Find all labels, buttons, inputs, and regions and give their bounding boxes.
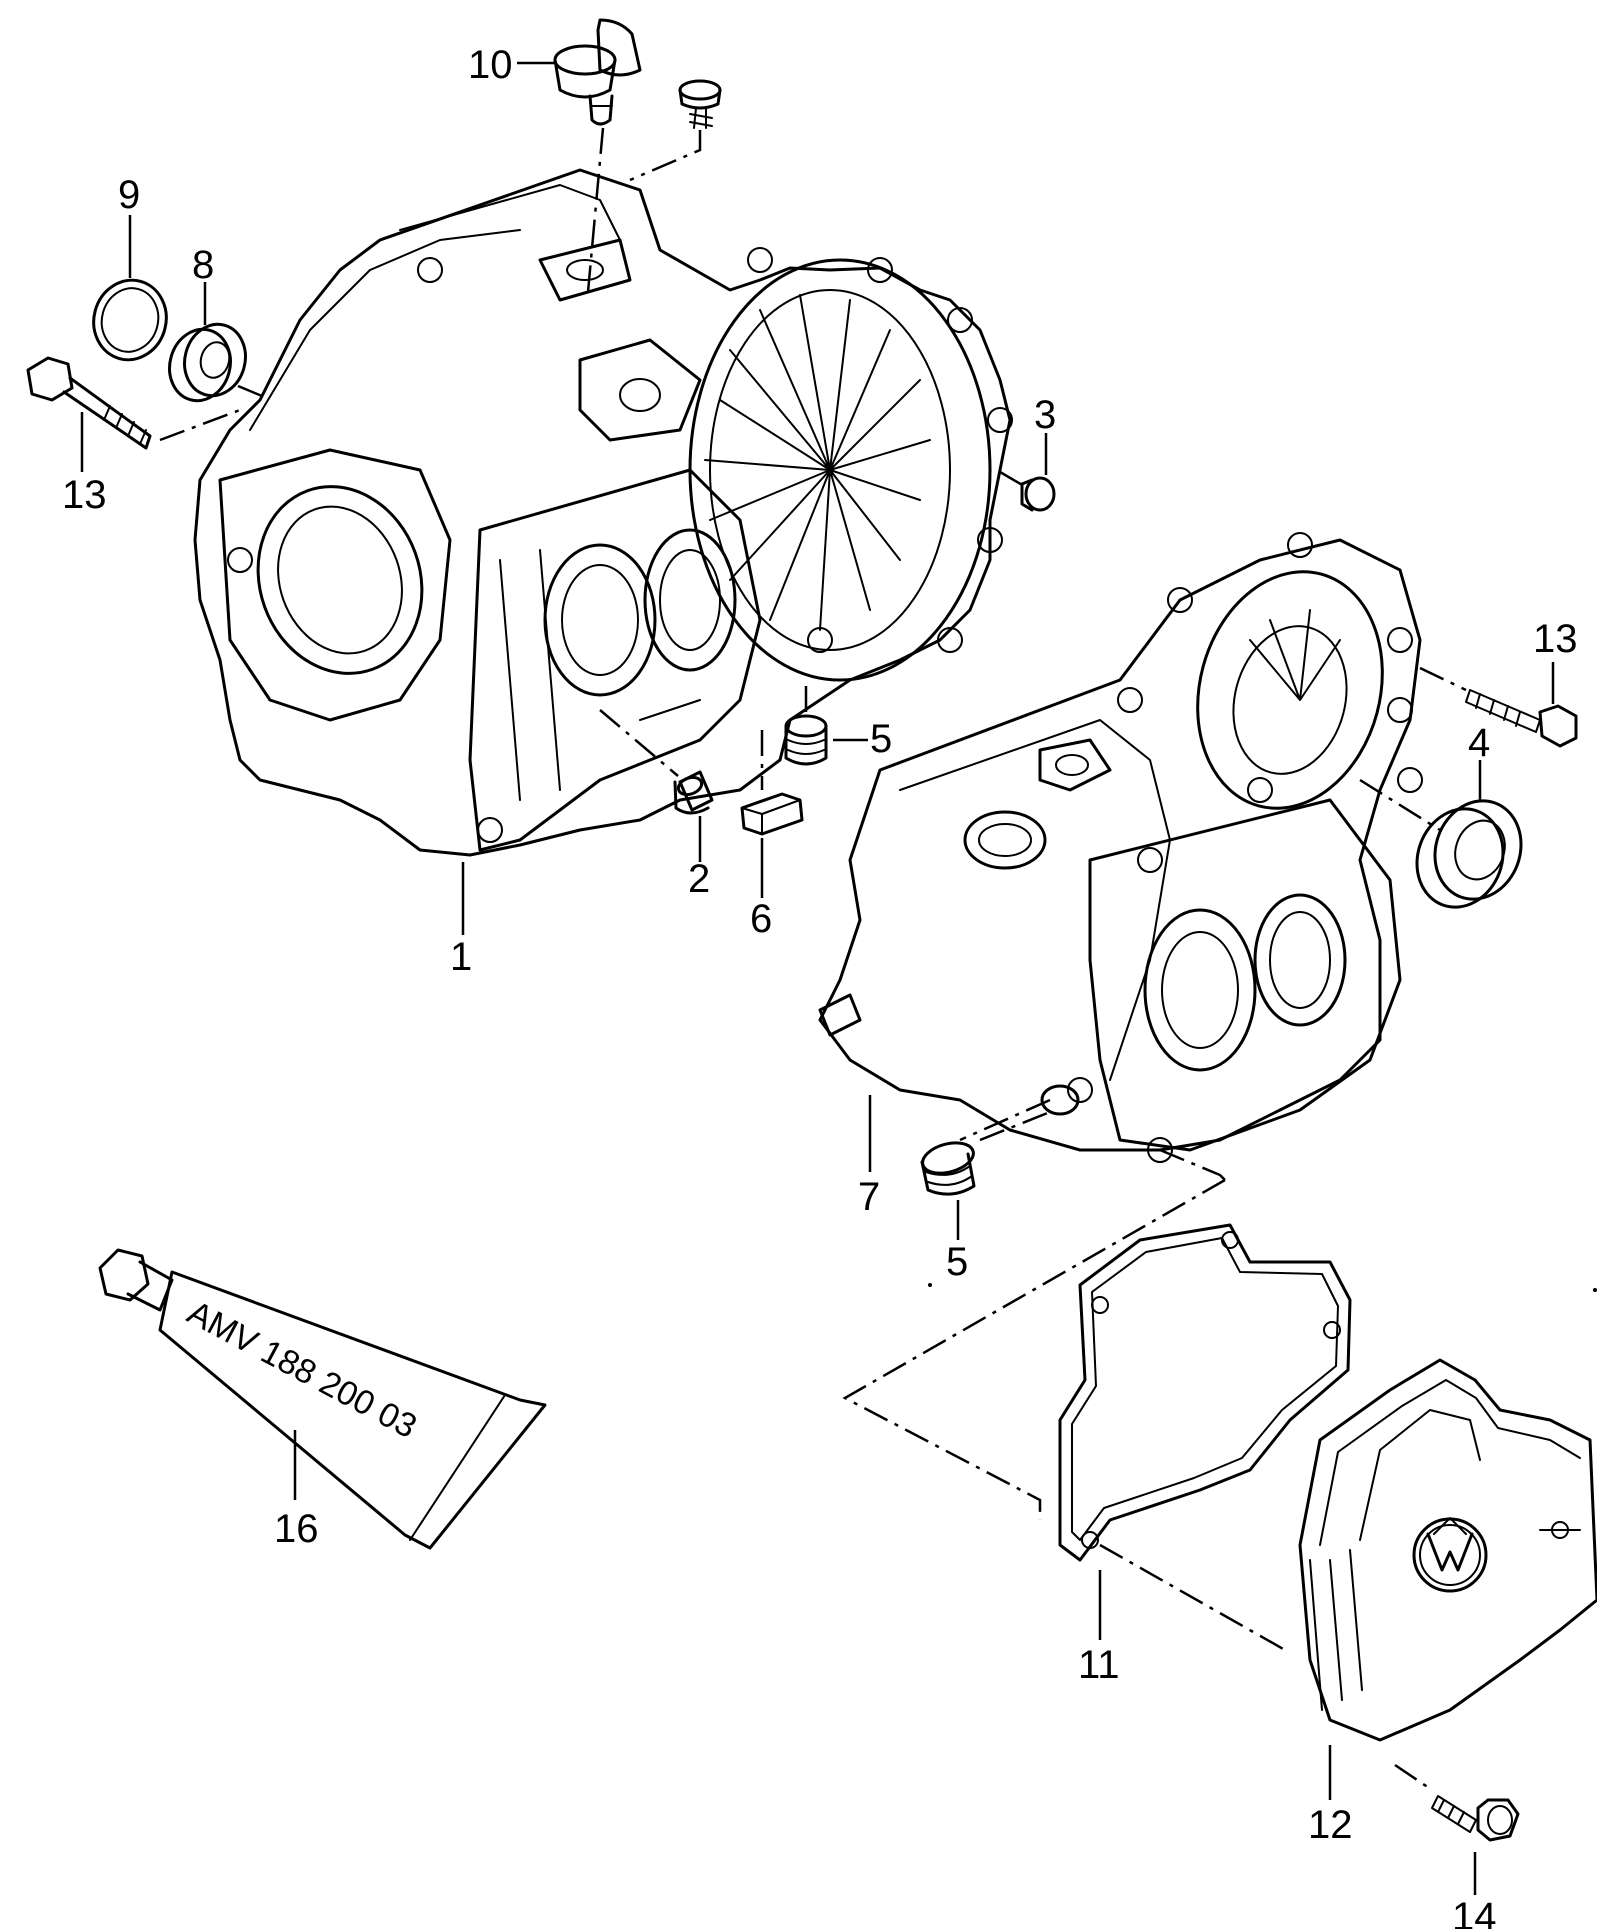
callout-4: 4 <box>1468 721 1490 765</box>
callout-8: 8 <box>192 243 214 287</box>
callout-12: 12 <box>1308 1803 1353 1847</box>
callout-9: 9 <box>118 173 140 217</box>
callout-13-left: 13 <box>62 473 107 517</box>
callout-11: 11 <box>1078 1643 1120 1687</box>
part-13-bolt-right <box>1465 689 1578 748</box>
screw-plug-small <box>678 79 722 129</box>
part-3-sleeve <box>1020 476 1056 512</box>
callout-7: 7 <box>858 1175 880 1219</box>
callout-1: 1 <box>450 935 472 979</box>
callout-14: 14 <box>1452 1895 1497 1929</box>
callout-5-lower: 5 <box>946 1240 968 1284</box>
callout-13-right: 13 <box>1533 617 1578 661</box>
part-7-transmission-case <box>818 532 1423 1163</box>
part-2-sleeve <box>673 770 714 815</box>
part-10-breather-cap <box>553 18 642 126</box>
part-9-o-ring <box>92 278 168 362</box>
part-12-cover <box>1298 1358 1597 1742</box>
part-11-gasket <box>1058 1223 1352 1562</box>
callout-5-upper: 5 <box>870 717 892 761</box>
part-14-bolt <box>1431 1795 1520 1842</box>
part-8-seal <box>168 322 247 403</box>
part-5-plug-lower <box>920 1141 976 1196</box>
tube-part-number: AMV 188 200 03 <box>181 1294 422 1446</box>
callout-2: 2 <box>688 857 710 901</box>
callout-10: 10 <box>468 43 513 87</box>
callout-16: 16 <box>274 1507 319 1551</box>
callout-3: 3 <box>1034 393 1056 437</box>
part-16-sealant-tube: AMV 188 200 03 <box>98 1248 547 1550</box>
part-6-block <box>740 792 804 836</box>
part-13-bolt-left <box>26 356 152 450</box>
part-4-seal-ring <box>1415 799 1523 909</box>
part-5-plug-upper <box>784 714 828 766</box>
callout-6: 6 <box>750 897 772 941</box>
